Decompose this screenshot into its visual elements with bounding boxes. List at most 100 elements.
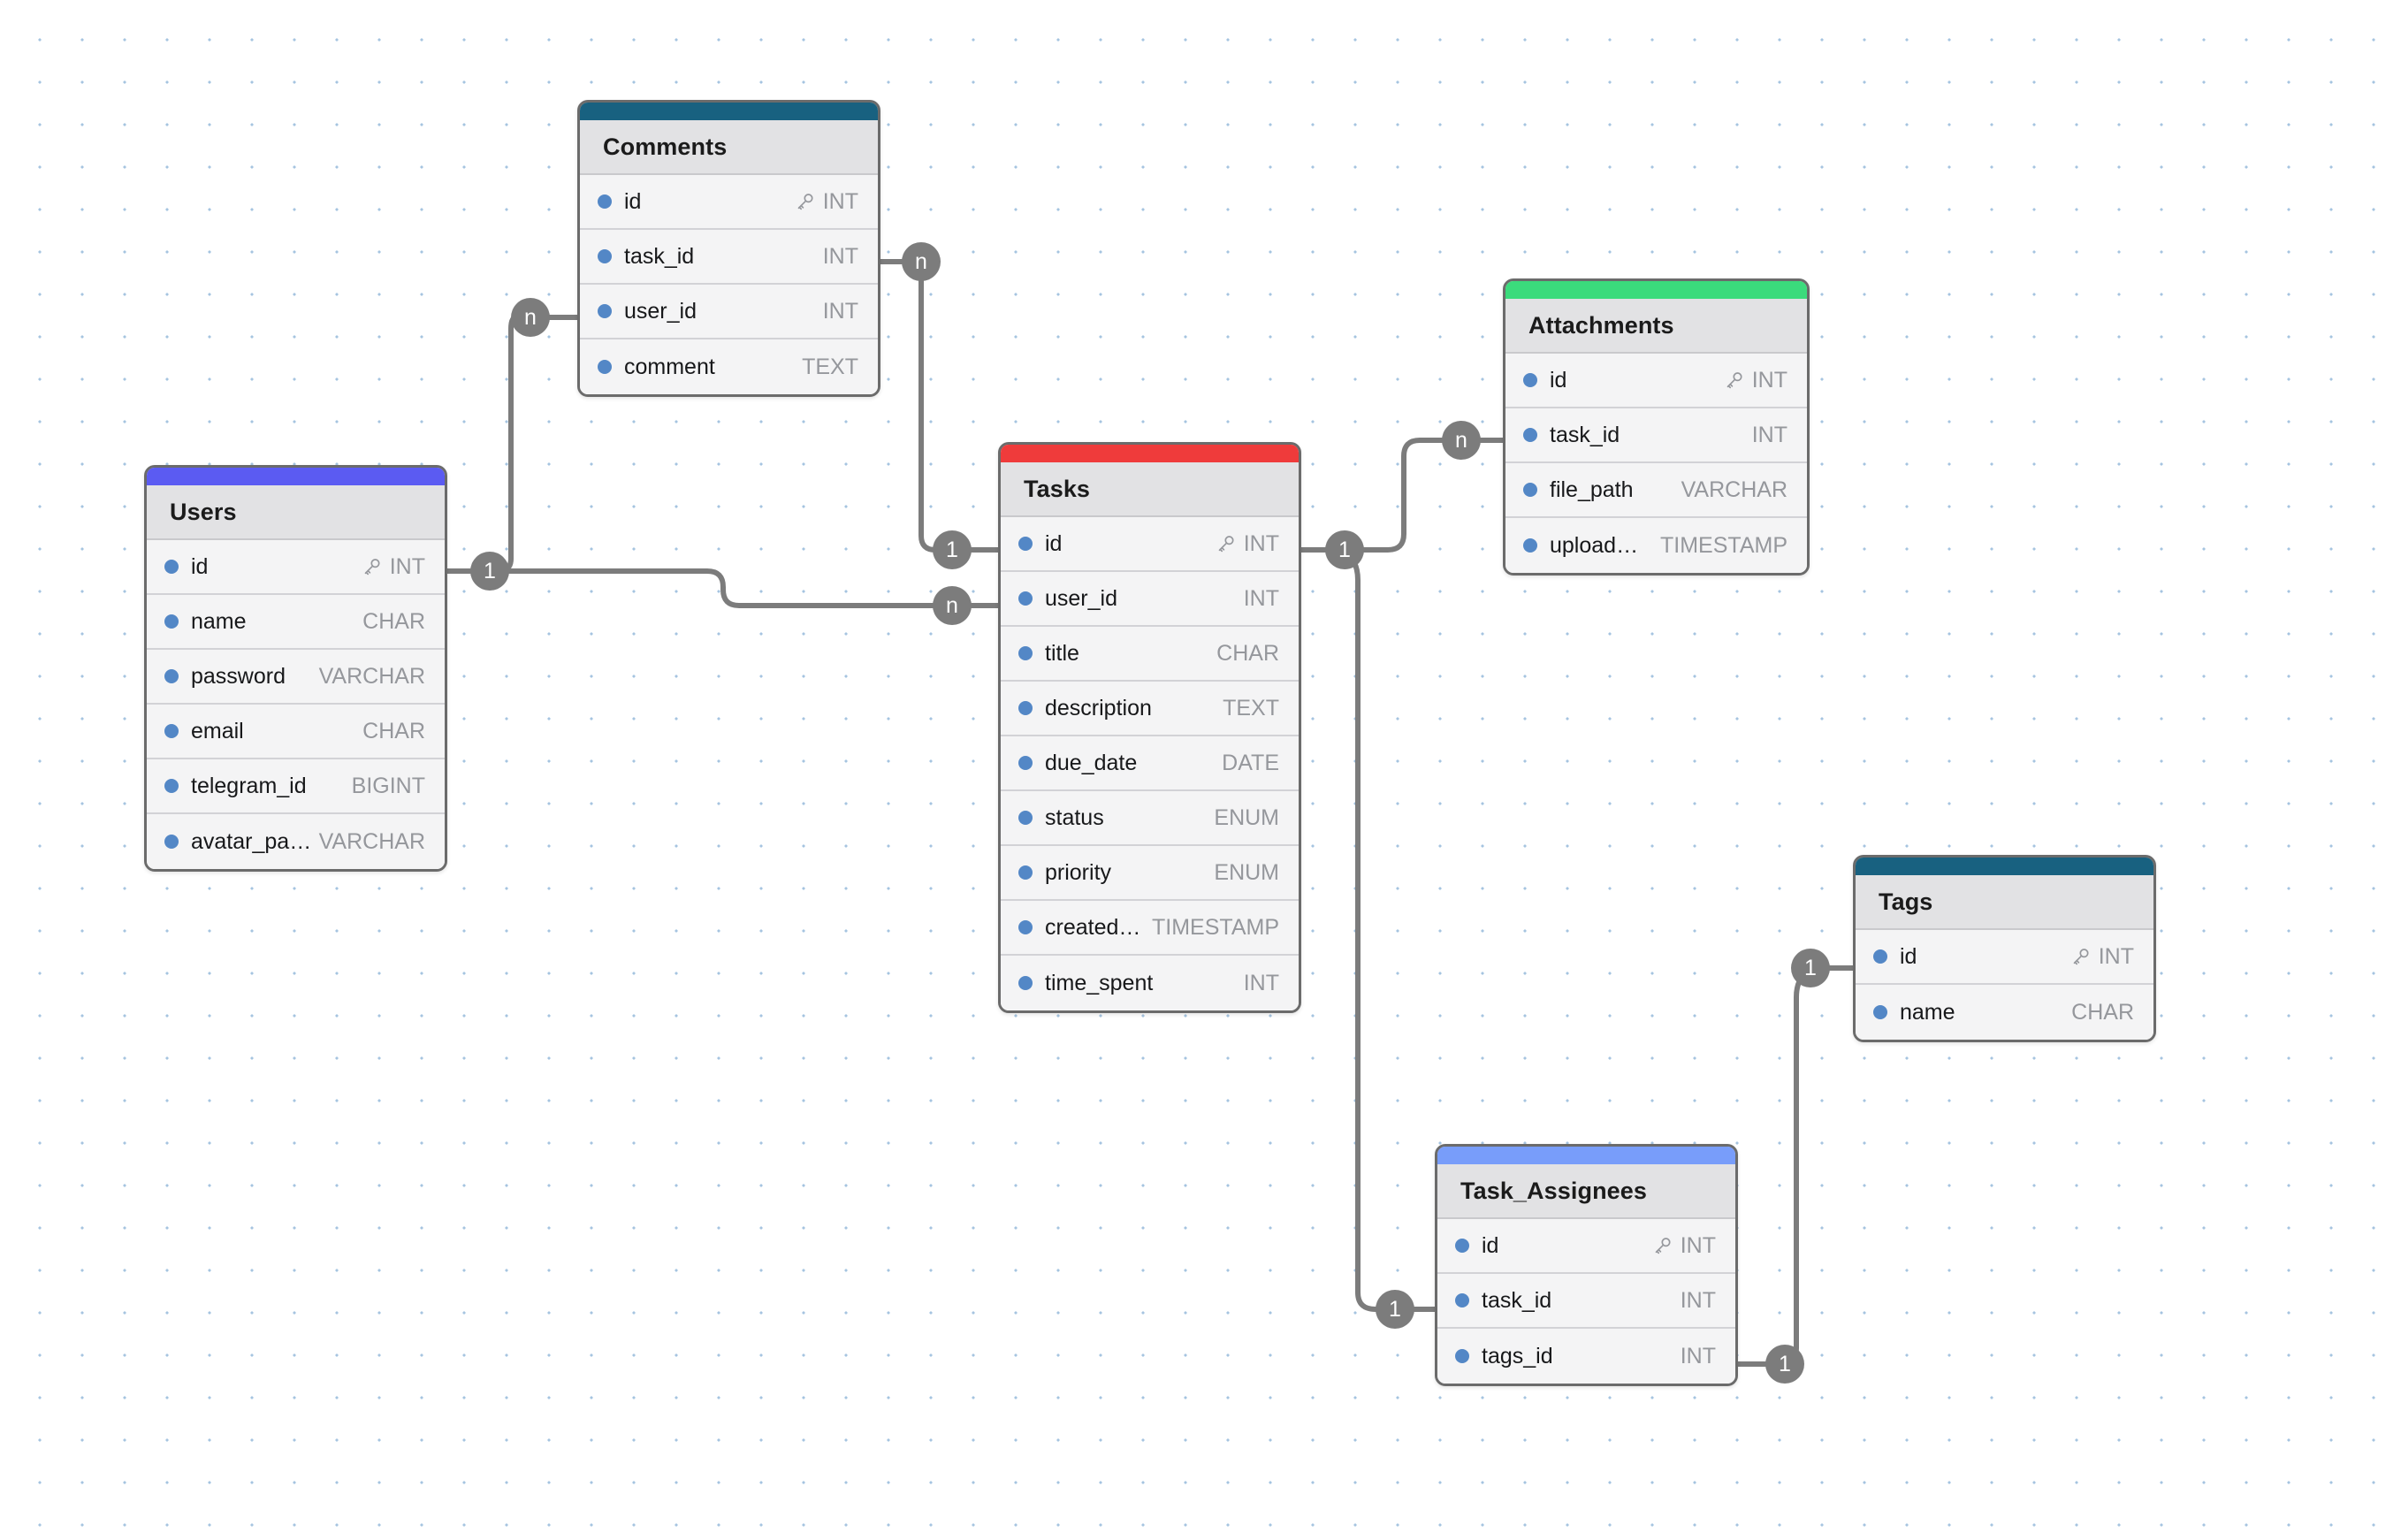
field-meta: CHAR: [1216, 641, 1279, 667]
field-name: task_id: [1482, 1287, 1552, 1313]
table-header-users[interactable]: Users: [147, 485, 445, 540]
field-bullet-icon: [1018, 811, 1033, 825]
field-row-tasks-title[interactable]: title CHAR: [1001, 627, 1299, 682]
field-row-tasks-created[interactable]: created…TIMESTAMP: [1001, 901, 1299, 956]
field-meta: CHAR: [362, 609, 425, 635]
field-meta: ENUM: [1214, 860, 1279, 886]
field-meta: INT: [1681, 1344, 1716, 1369]
accent-bar-task_assignees: [1437, 1147, 1735, 1164]
field-meta: INT: [362, 554, 425, 580]
field-type: INT: [822, 188, 858, 214]
field-type: INT: [1751, 367, 1787, 393]
badge-tasks-user_id: n: [933, 586, 972, 625]
field-meta: VARCHAR: [1681, 477, 1787, 503]
field-bullet-icon: [1018, 537, 1033, 551]
field-name: id: [1045, 530, 1063, 556]
field-bullet-icon: [1018, 701, 1033, 715]
field-name: file_path: [1550, 476, 1634, 502]
field-meta: ENUM: [1214, 805, 1279, 831]
field-bullet-icon: [598, 360, 612, 374]
field-name: task_id: [1550, 422, 1620, 447]
field-row-task_assignees-tags_id[interactable]: tags_id INT: [1437, 1329, 1735, 1384]
field-bullet-icon: [1018, 865, 1033, 880]
table-header-task_assignees[interactable]: Task_Assignees: [1437, 1164, 1735, 1219]
field-meta: INT: [1652, 1233, 1716, 1259]
field-meta: INT: [1724, 368, 1787, 393]
field-row-users-telegram_id[interactable]: telegram_id BIGINT: [147, 759, 445, 814]
field-row-attachments-upload[interactable]: upload…TIMESTAMP: [1505, 518, 1807, 573]
field-row-attachments-id[interactable]: id INT: [1505, 354, 1807, 408]
field-type: INT: [1680, 1343, 1716, 1368]
field-meta: INT: [823, 244, 858, 270]
field-bullet-icon: [1455, 1349, 1469, 1363]
table-header-tags[interactable]: Tags: [1856, 875, 2153, 930]
badge-comments-task_id: n: [902, 242, 941, 281]
field-bullet-icon: [1018, 646, 1033, 660]
field-type: CHAR: [362, 718, 425, 743]
table-header-attachments[interactable]: Attachments: [1505, 299, 1807, 354]
field-name: id: [624, 188, 642, 214]
field-type: INT: [822, 298, 858, 324]
field-meta: TIMESTAMP: [1152, 915, 1279, 941]
edge-tasks-to-assignees: [1342, 548, 1395, 1312]
field-type: TIMESTAMP: [1152, 914, 1279, 940]
field-bullet-icon: [1523, 428, 1537, 442]
badge-tasks-id-right: 1: [1325, 530, 1364, 569]
badge-users-id: 1: [470, 552, 509, 591]
field-row-attachments-file_path[interactable]: file_path VARCHAR: [1505, 463, 1807, 518]
field-type: INT: [1680, 1232, 1716, 1258]
table-title-task_assignees: Task_Assignees: [1460, 1177, 1648, 1204]
field-bullet-icon: [164, 724, 179, 738]
field-row-attachments-task_id[interactable]: task_id INT: [1505, 408, 1807, 463]
field-type: ENUM: [1214, 859, 1279, 885]
field-type: INT: [1751, 422, 1787, 447]
field-bullet-icon: [1018, 920, 1033, 934]
accent-bar-tasks: [1001, 445, 1299, 462]
field-row-comments-id[interactable]: id INT: [580, 175, 878, 230]
field-type: BIGINT: [351, 773, 425, 798]
field-meta: BIGINT: [352, 774, 425, 799]
field-name: id: [1550, 367, 1567, 393]
field-row-task_assignees-task_id[interactable]: task_id INT: [1437, 1274, 1735, 1329]
table-header-tasks[interactable]: Tasks: [1001, 462, 1299, 517]
field-type: CHAR: [362, 608, 425, 634]
field-type: INT: [1243, 970, 1279, 995]
field-name: tags_id: [1482, 1343, 1553, 1368]
field-meta: VARCHAR: [319, 664, 425, 690]
field-type: VARCHAR: [1681, 476, 1787, 502]
field-name: email: [191, 718, 244, 743]
table-header-comments[interactable]: Comments: [580, 120, 878, 175]
field-name: id: [1482, 1232, 1499, 1258]
field-row-users-avatar_pa[interactable]: avatar_pa…VARCHAR: [147, 814, 445, 869]
field-name: telegram_id: [191, 773, 307, 798]
field-name: avatar_pa…: [191, 828, 312, 854]
field-name: title: [1045, 640, 1079, 666]
field-row-task_assignees-id[interactable]: id INT: [1437, 1219, 1735, 1274]
field-meta: INT: [823, 299, 858, 324]
field-meta: TEXT: [1223, 696, 1279, 721]
field-row-users-email[interactable]: email CHAR: [147, 705, 445, 759]
field-type: INT: [1680, 1287, 1716, 1313]
